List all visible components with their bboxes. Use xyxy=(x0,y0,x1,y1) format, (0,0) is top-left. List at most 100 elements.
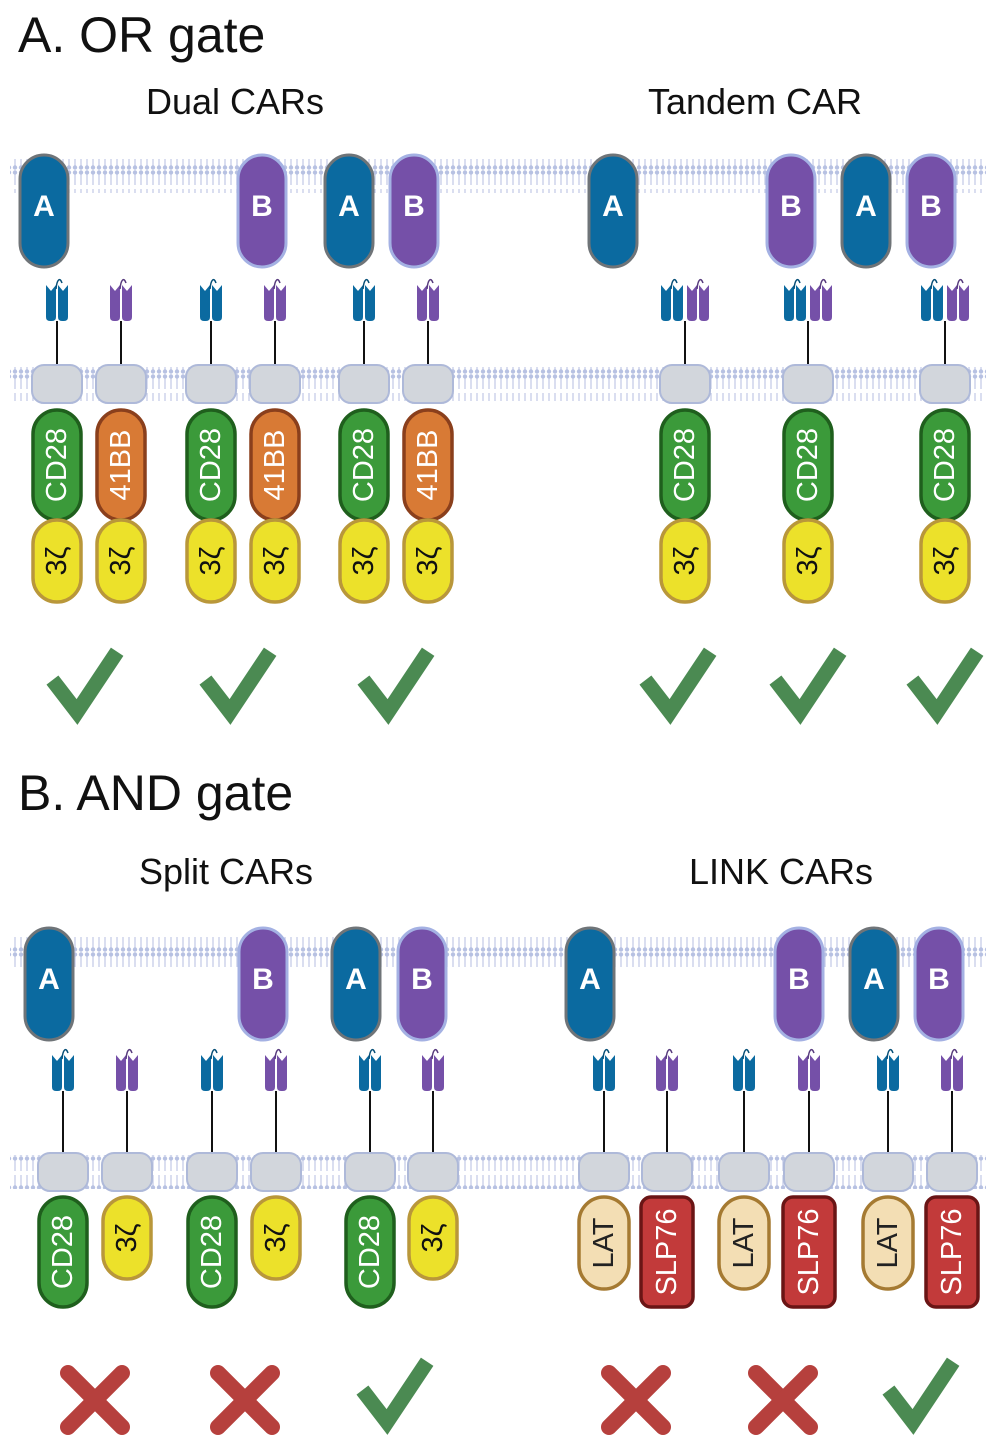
check-icon xyxy=(769,647,847,725)
transmembrane-domain xyxy=(862,1152,914,1192)
transmembrane-domain xyxy=(31,364,83,404)
antigen-b: B xyxy=(905,153,957,269)
scfv-b xyxy=(422,1048,444,1091)
domain-cd28: CD28 xyxy=(186,1195,238,1309)
transmembrane-domain xyxy=(186,1152,238,1192)
antigen-a: A xyxy=(23,926,75,1042)
antigen-b: B xyxy=(913,926,965,1042)
domain-label: 3ζ xyxy=(412,546,444,575)
check-icon xyxy=(199,647,277,725)
domain-zeta: 3ζ xyxy=(402,518,454,604)
domain-label: 3ζ xyxy=(111,1223,143,1252)
antigen-label: B xyxy=(780,190,802,223)
check-icon xyxy=(639,647,717,725)
domain-label: 3ζ xyxy=(669,546,701,575)
domain-label: CD28 xyxy=(929,428,961,502)
antigen-label: A xyxy=(863,963,885,996)
car-receptor: CD28 xyxy=(344,1048,396,1309)
scfv-a xyxy=(52,1048,74,1091)
domain-zeta: 3ζ xyxy=(31,518,83,604)
scfv-a xyxy=(593,1048,615,1091)
scfv-a xyxy=(200,278,222,321)
antigen-label: A xyxy=(855,190,877,223)
antigen-a: A xyxy=(330,926,382,1042)
scfv-b xyxy=(798,1048,820,1091)
scfv-ab xyxy=(661,278,709,321)
transmembrane-domain xyxy=(338,364,390,404)
domain-cd28: CD28 xyxy=(185,408,237,522)
transmembrane-domain xyxy=(926,1152,978,1192)
domain-zeta: 3ζ xyxy=(95,518,147,604)
scfv-ab xyxy=(784,278,832,321)
cross-icon xyxy=(748,1365,818,1435)
domain-label: CD28 xyxy=(196,1215,228,1289)
antigen-label: A xyxy=(338,190,360,223)
domain-cd28: CD28 xyxy=(919,408,971,522)
domain-bb41: 41BB xyxy=(95,408,147,522)
domain-label: 41BB xyxy=(259,430,291,501)
antigen-label: B xyxy=(411,963,433,996)
transmembrane-domain xyxy=(718,1152,770,1192)
domain-zeta: 3ζ xyxy=(407,1195,459,1281)
antigen-label: B xyxy=(251,190,273,223)
car-receptor: SLP76 xyxy=(781,1048,837,1309)
transmembrane-domain xyxy=(782,364,834,404)
cross-icon xyxy=(60,1365,130,1435)
tcell-membrane-b xyxy=(10,1155,986,1189)
transmembrane-domain xyxy=(185,364,237,404)
transmembrane-domain xyxy=(95,364,147,404)
domain-zeta: 3ζ xyxy=(249,518,301,604)
transmembrane-domain xyxy=(101,1152,153,1192)
domain-label: 3ζ xyxy=(195,546,227,575)
car-receptor: CD28 xyxy=(186,1048,238,1309)
check-icon xyxy=(882,1357,960,1435)
domain-lat: LAT xyxy=(861,1195,915,1291)
antigen-a: A xyxy=(564,926,616,1042)
domain-zeta: 3ζ xyxy=(185,518,237,604)
domain-cd28: CD28 xyxy=(37,1195,89,1309)
domain-slp76: SLP76 xyxy=(924,1195,980,1309)
domain-cd28: CD28 xyxy=(31,408,83,522)
domain-zeta: 3ζ xyxy=(659,518,711,604)
check-icon xyxy=(356,1357,434,1435)
cell-dual-a: A CD28 3ζ 41BB 3ζ xyxy=(18,153,147,725)
tandem-car-title: Tandem CAR xyxy=(648,81,862,122)
scfv-b xyxy=(941,1048,963,1091)
domain-label: CD28 xyxy=(41,428,73,502)
domain-lat: LAT xyxy=(717,1195,771,1291)
domain-label: 3ζ xyxy=(929,546,961,575)
car-receptor: 41BB 3ζ xyxy=(249,278,301,604)
car-receptor: 3ζ xyxy=(101,1048,153,1281)
car-receptor: SLP76 xyxy=(639,1048,695,1309)
domain-label: CD28 xyxy=(792,428,824,502)
domain-label: 3ζ xyxy=(260,1223,292,1252)
domain-bb41: 41BB xyxy=(249,408,301,522)
transmembrane-domain xyxy=(659,364,711,404)
tcell-membrane-a xyxy=(10,367,986,401)
antigen-a: A xyxy=(18,153,70,269)
domain-label: SLP76 xyxy=(936,1208,968,1295)
domain-label: 3ζ xyxy=(417,1223,449,1252)
antigen-label: A xyxy=(602,190,624,223)
antigen-a: A xyxy=(323,153,375,269)
transmembrane-domain xyxy=(344,1152,396,1192)
domain-label: CD28 xyxy=(47,1215,79,1289)
transmembrane-domain xyxy=(402,364,454,404)
car-receptor: CD28 3ζ xyxy=(919,278,971,604)
domain-label: 41BB xyxy=(105,430,137,501)
scfv-b xyxy=(417,278,439,321)
domain-label: LAT xyxy=(728,1217,760,1268)
domain-label: SLP76 xyxy=(793,1208,825,1295)
scfv-a xyxy=(733,1048,755,1091)
section-b-title: B. AND gate xyxy=(18,765,293,821)
domain-zeta: 3ζ xyxy=(101,1195,153,1281)
antigen-label: A xyxy=(579,963,601,996)
domain-label: 3ζ xyxy=(348,546,380,575)
